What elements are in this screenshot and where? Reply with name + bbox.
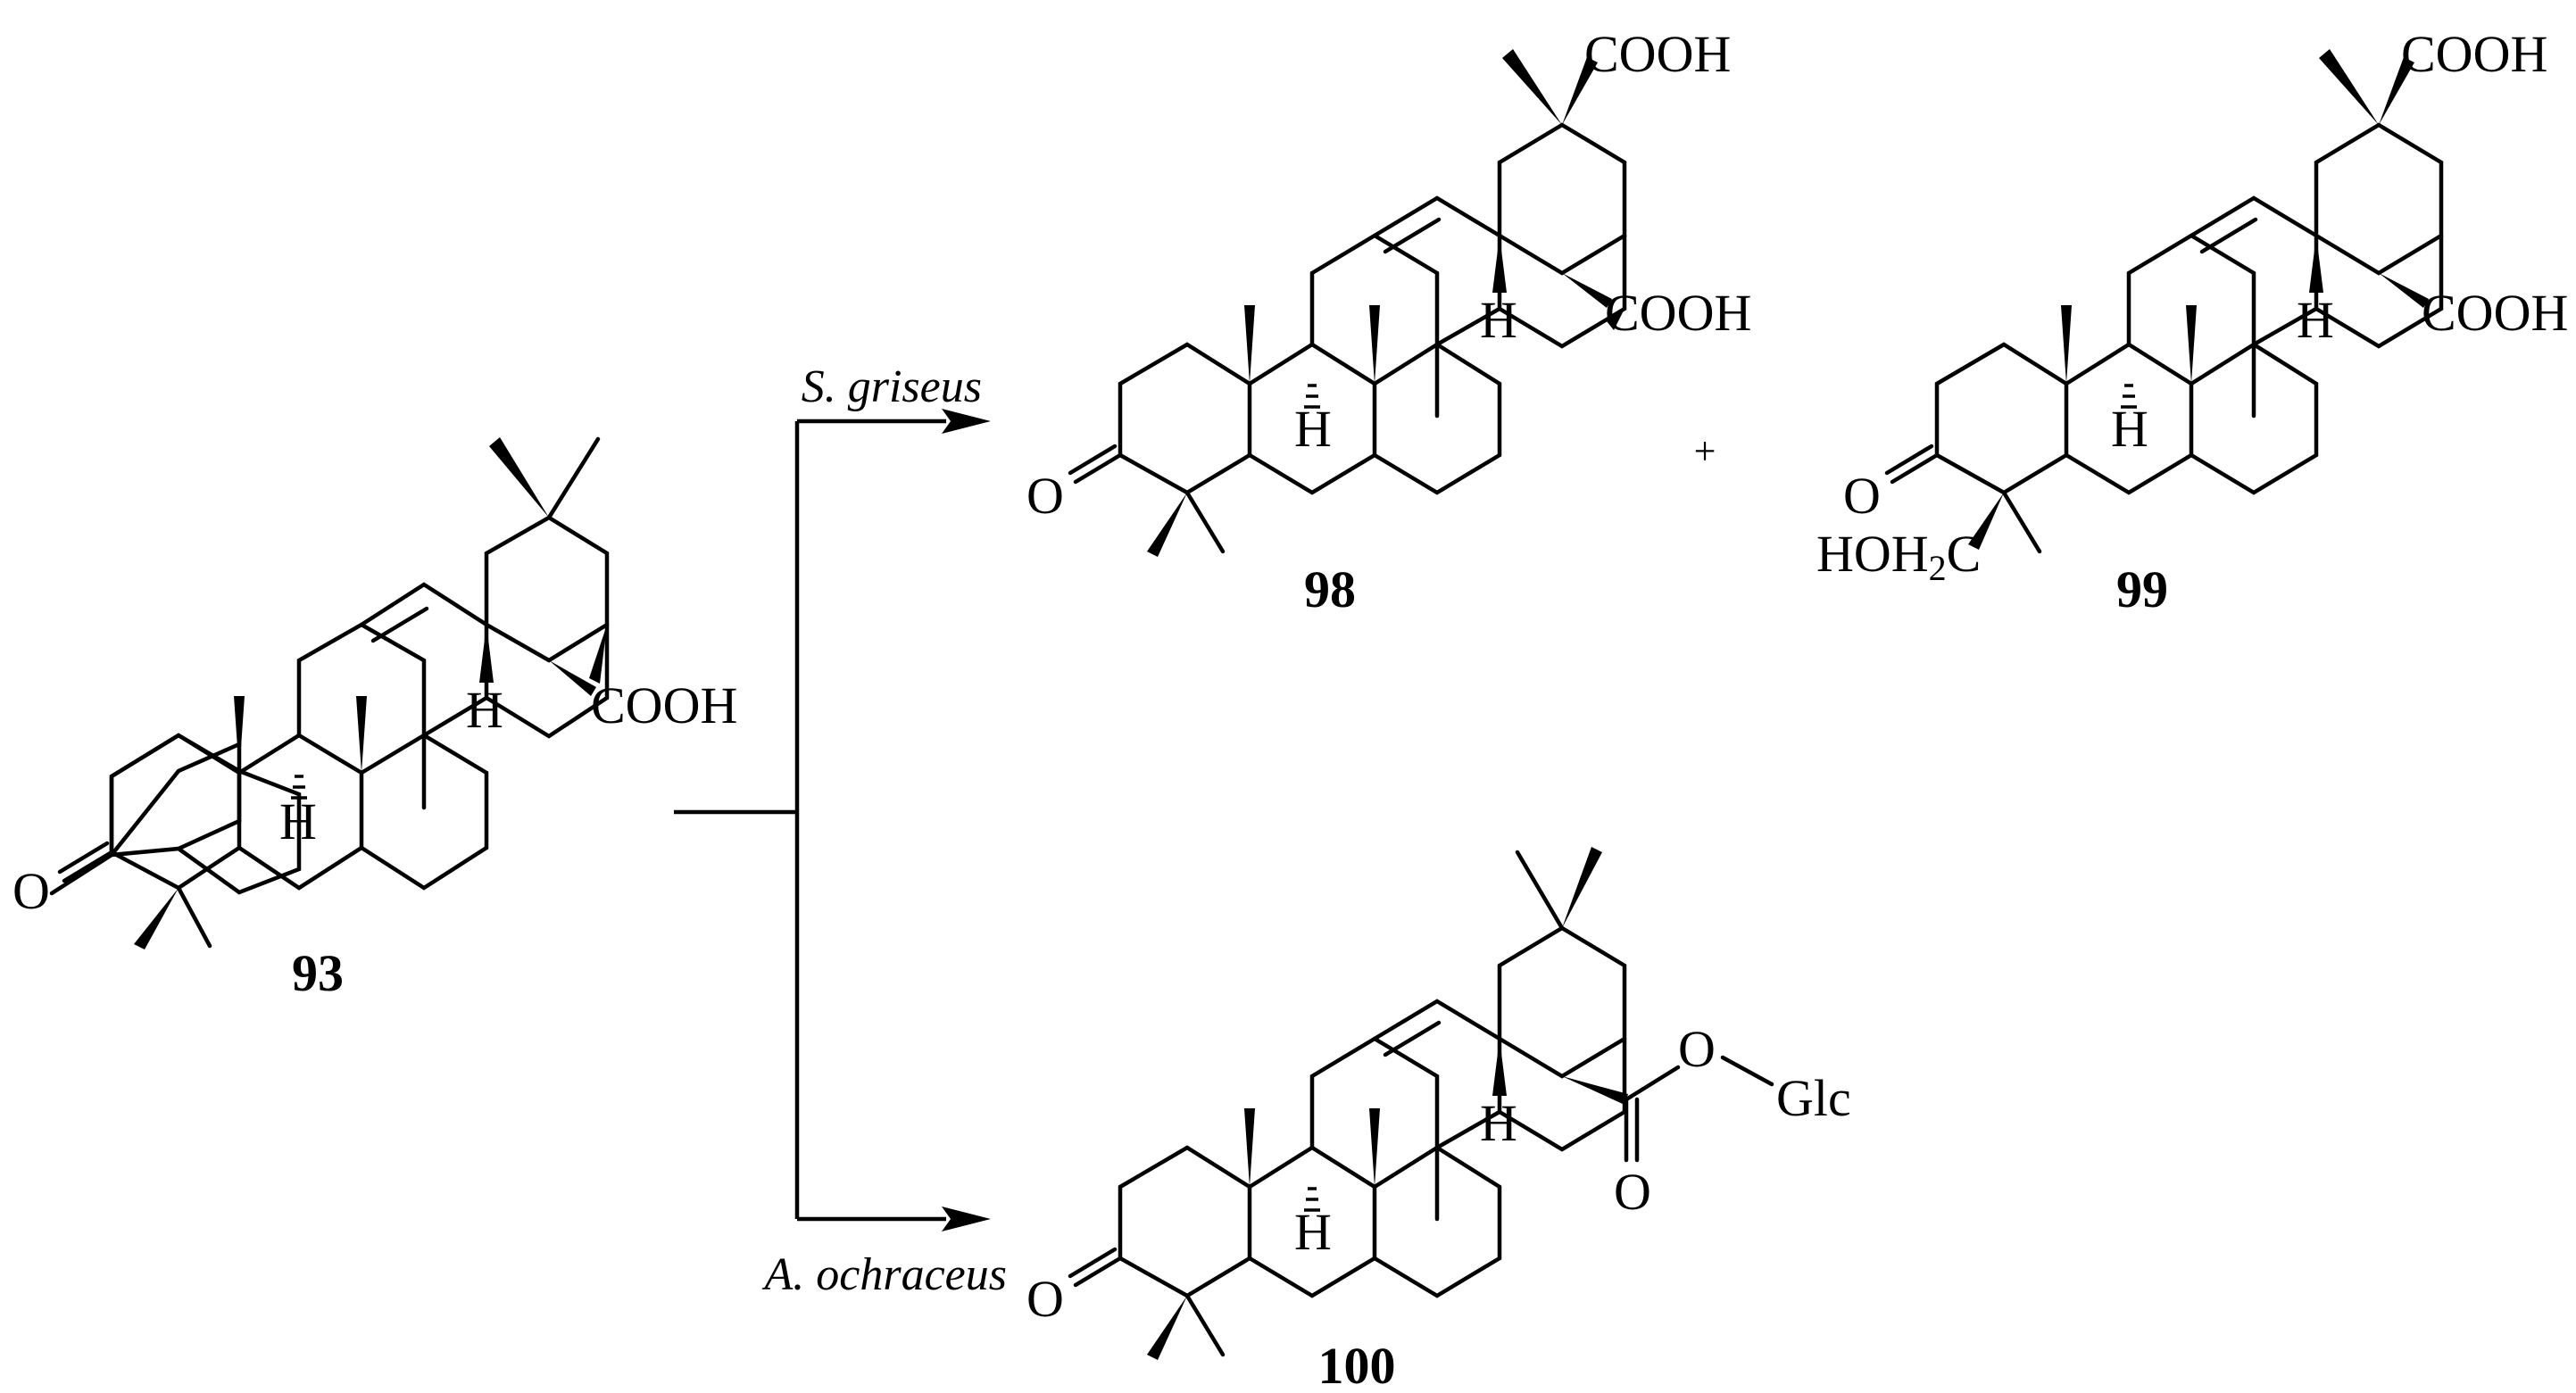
h-atom-c18: H: [1480, 291, 1517, 349]
ester-oxygen: O: [1678, 1020, 1716, 1078]
ketone-oxygen: O: [12, 862, 50, 920]
h-atom-c9: H: [1294, 400, 1332, 458]
compound-label-98: 98: [1304, 560, 1356, 618]
compound-label-99: 99: [2116, 560, 2168, 618]
compound-99-structure: O HOH2C H H COOH COOH: [1816, 25, 2568, 588]
reaction-arrows: [674, 409, 991, 1231]
cooh-label-c28: COOH: [2422, 284, 2568, 342]
h-atom-c9: H: [279, 792, 317, 850]
compound-label-100: 100: [1318, 1337, 1396, 1393]
cooh-label-c29: COOH: [2401, 25, 2547, 83]
compound-93-structure: O H H COOH: [12, 436, 737, 949]
h-atom-c9: H: [1294, 1203, 1332, 1261]
h-atom-c18: H: [466, 681, 503, 739]
glucose-label: Glc: [1776, 1069, 1851, 1127]
ketone-oxygen: O: [1026, 467, 1064, 525]
ketone-oxygen: O: [1843, 467, 1881, 525]
cooh-label-c29: COOH: [1584, 25, 1731, 83]
cooh-label-c28: COOH: [1605, 284, 1751, 342]
carbonyl-oxygen: O: [1614, 1163, 1651, 1221]
organism-label-bottom: A. ochraceus: [762, 1249, 1007, 1300]
hydroxymethyl-label: HOH2C: [1816, 525, 1981, 588]
compound-98-structure: O H H COOH COOH: [1026, 25, 1751, 557]
compound-100-structure: O H H O Glc O: [1026, 847, 1851, 1360]
h-atom-c18: H: [1480, 1094, 1517, 1152]
plus-sign: +: [1694, 429, 1716, 473]
h-atom-c9: H: [2111, 400, 2148, 458]
ketone-oxygen: O: [1026, 1270, 1064, 1328]
hatched-bond-h9: [291, 775, 307, 800]
compound-label-93: 93: [292, 944, 344, 1002]
h-atom-c18: H: [2297, 291, 2334, 349]
cooh-label-c28: COOH: [591, 676, 737, 734]
organism-label-top: S. griseus: [802, 361, 982, 412]
